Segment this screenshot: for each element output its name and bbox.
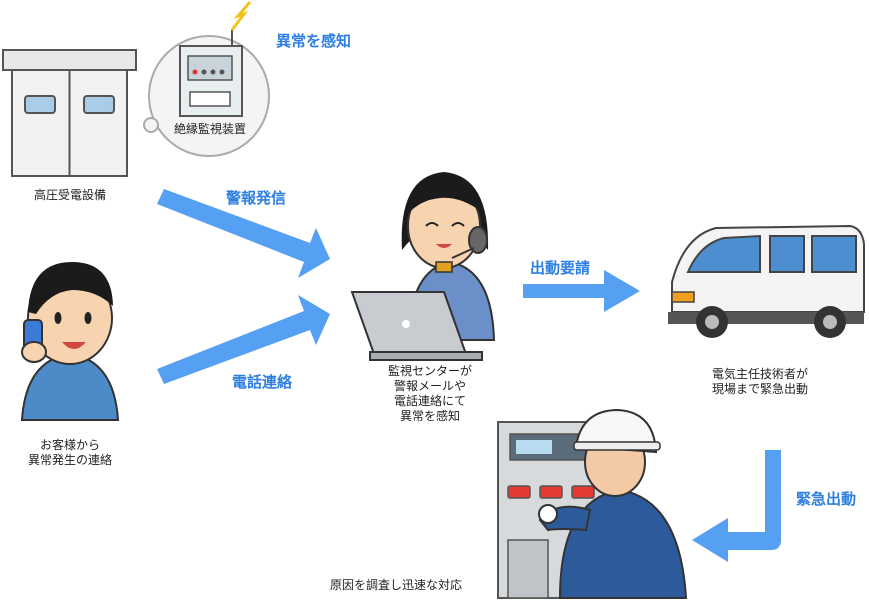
dispatch-arrow (523, 270, 640, 312)
substation-illustration (2, 49, 137, 177)
engineer-label: 電気主任技術者が 現場まで緊急出動 (711, 367, 808, 396)
insulation-monitor-illustration (143, 1, 270, 157)
dispatch-request-label: 出動要請 (530, 259, 591, 277)
customer-illustration (20, 262, 120, 421)
detect-label: 異常を感知 (276, 32, 352, 50)
engineer-illustration (497, 408, 688, 599)
phone-label: 電話連絡 (232, 373, 293, 391)
customer-label: お客様から 異常発生の連絡 (27, 438, 112, 467)
insulation-monitor-label: 絶縁監視装置 (173, 122, 246, 136)
investigate-label: 原因を調査し迅速な対応 (330, 578, 463, 592)
alarm-arrow (157, 189, 330, 278)
phone-arrow (157, 295, 330, 384)
substation-label: 高圧受電設備 (33, 188, 106, 202)
emergency-arrow (692, 450, 781, 562)
alarm-label: 警報発信 (226, 189, 287, 207)
emergency-label: 緊急出動 (796, 490, 857, 508)
van-illustration (668, 224, 865, 338)
operator-illustration (350, 172, 496, 361)
center-label: 監視センターが 警報メールや 電話連絡にて 異常を感知 (387, 364, 472, 423)
